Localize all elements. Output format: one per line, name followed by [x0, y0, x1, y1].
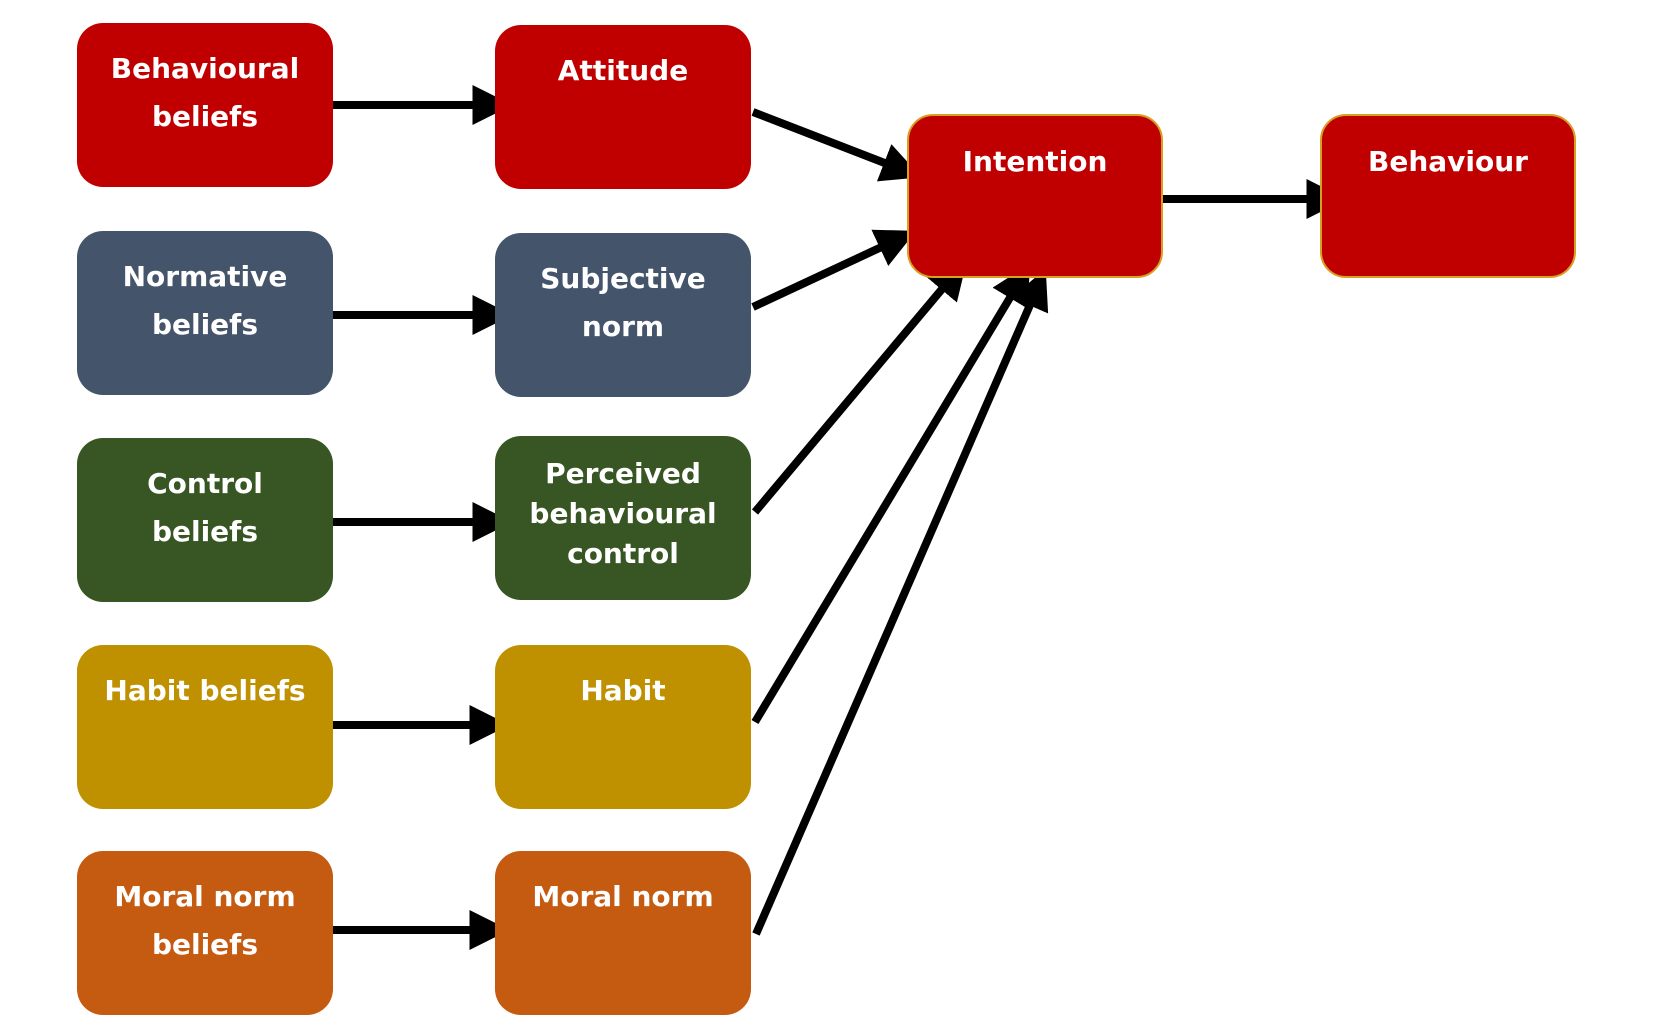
arrow-subjective-norm-to-intention [751, 229, 917, 311]
node-subjective-norm: Subjective norm [495, 233, 751, 397]
node-moral-norm: Moral norm [495, 851, 751, 1015]
node-perceived-behavioural-control: Perceived behavioural control [495, 436, 751, 600]
node-habit: Habit [495, 645, 751, 809]
node-moral-norm-beliefs: Moral norm beliefs [77, 851, 333, 1015]
arrow-perceived-control-to-intention [751, 258, 968, 515]
node-control-beliefs: Control beliefs [77, 438, 333, 602]
node-behaviour: Behaviour [1320, 114, 1576, 278]
node-intention: Intention [907, 114, 1163, 278]
arrow-attitude-to-intention [751, 108, 922, 182]
arrow-habit-to-intention [751, 263, 1031, 725]
node-habit-beliefs: Habit beliefs [77, 645, 333, 809]
node-normative-beliefs: Normative beliefs [77, 231, 333, 395]
node-attitude: Attitude [495, 25, 751, 189]
node-behavioural-beliefs: Behavioural beliefs [77, 23, 333, 187]
arrow-moral-norm-to-intention [752, 268, 1049, 936]
